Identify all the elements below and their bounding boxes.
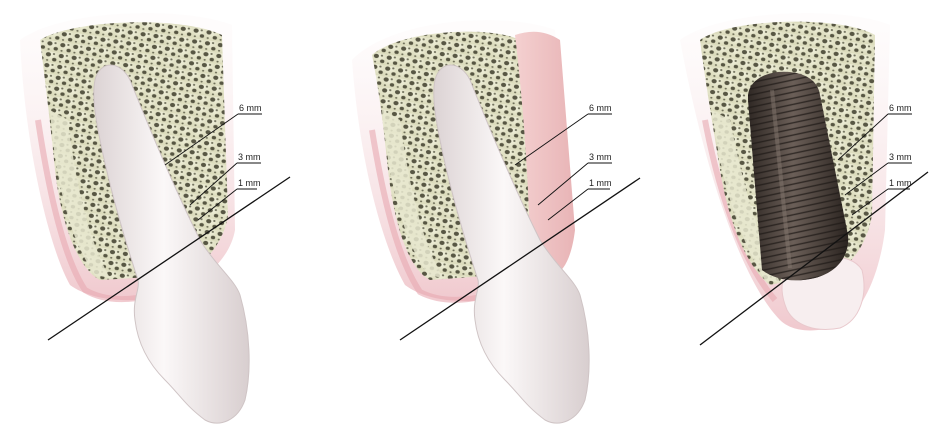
- label-3mm: 3 mm: [238, 152, 261, 162]
- label-1mm: 1 mm: [589, 178, 612, 188]
- panel-implant: 6 mm 3 mm 1 mm: [680, 13, 928, 345]
- panel-natural-tooth: 6 mm 3 mm 1 mm: [20, 13, 290, 423]
- label-3mm: 3 mm: [889, 152, 912, 162]
- label-3mm: 3 mm: [589, 152, 612, 162]
- label-1mm: 1 mm: [238, 178, 261, 188]
- label-6mm: 6 mm: [889, 103, 912, 113]
- label-1mm: 1 mm: [889, 178, 912, 188]
- label-6mm: 6 mm: [239, 103, 262, 113]
- label-6mm: 6 mm: [589, 103, 612, 113]
- panel-tooth-with-graft: 6 mm 3 mm 1 mm: [352, 20, 640, 423]
